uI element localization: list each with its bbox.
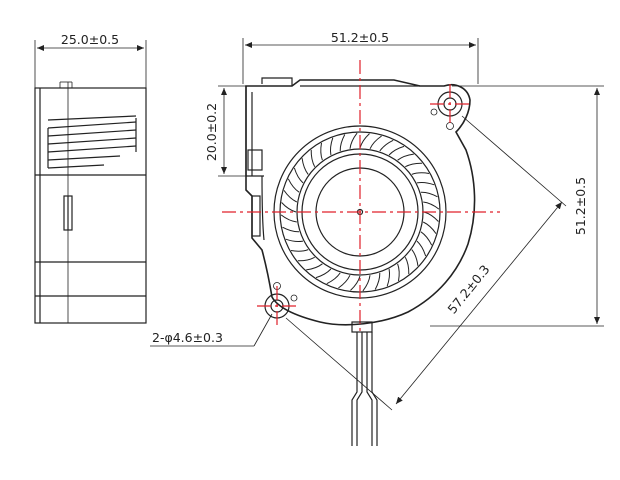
impeller-blade	[404, 257, 410, 275]
impeller-blade	[339, 134, 346, 152]
impeller-blade	[397, 153, 414, 161]
impeller-blade	[420, 191, 438, 198]
impeller-blade	[315, 268, 332, 279]
right-height-dimension: 51.2±0.5	[573, 177, 588, 235]
impeller-blade	[362, 275, 371, 292]
impeller-blade	[423, 201, 440, 210]
impeller-blade	[386, 268, 391, 287]
hole-diameter-dimension: 2-φ4.6±0.3	[152, 330, 223, 345]
impeller-blade	[310, 149, 316, 167]
impeller-blade	[350, 275, 361, 291]
outlet-louvers	[47, 115, 137, 169]
mounting-hole-top-right	[430, 91, 463, 130]
impeller-blade	[329, 137, 334, 156]
impeller-blade	[280, 214, 297, 223]
impeller-blade	[290, 249, 309, 252]
impeller-blade	[338, 274, 351, 289]
impeller-blade	[369, 135, 382, 150]
impeller-blade	[422, 221, 437, 234]
impeller-blade	[281, 202, 297, 213]
impeller-blade	[416, 240, 427, 257]
impeller-blade	[293, 167, 304, 184]
impeller-blade	[320, 142, 323, 161]
impeller-blade	[420, 231, 433, 246]
lead-wires	[351, 321, 378, 446]
side-width-dimension: 25.0±0.5	[61, 32, 119, 47]
impeller-blade	[411, 172, 430, 175]
front-view: 51.2±0.5 51.2±0.5 20.0±0.2	[150, 30, 604, 446]
impeller-blade	[405, 162, 423, 168]
impeller-blade	[349, 132, 358, 149]
impeller-blade	[374, 272, 381, 290]
impeller-blade	[423, 211, 439, 222]
impeller-blade	[287, 178, 300, 193]
impeller-blade	[411, 249, 419, 266]
impeller-blade	[416, 181, 435, 186]
impeller-blade	[282, 226, 300, 233]
impeller-blade	[359, 133, 370, 149]
impeller-blade	[301, 158, 309, 175]
impeller-blade	[283, 190, 298, 203]
impeller-blade	[326, 272, 341, 285]
impeller-blade	[297, 256, 315, 262]
impeller-blade	[397, 263, 400, 282]
impeller-blade	[306, 263, 323, 271]
hole-spacing-dimension: 57.2±0.3	[444, 262, 492, 317]
top-width-dimension: 51.2±0.5	[331, 30, 389, 45]
impeller-blade	[285, 238, 304, 243]
side-view: 25.0±0.5	[34, 32, 147, 324]
impeller-blade	[388, 145, 405, 156]
outlet-height-dimension: 20.0±0.2	[204, 103, 219, 161]
impeller-blade	[379, 139, 394, 152]
